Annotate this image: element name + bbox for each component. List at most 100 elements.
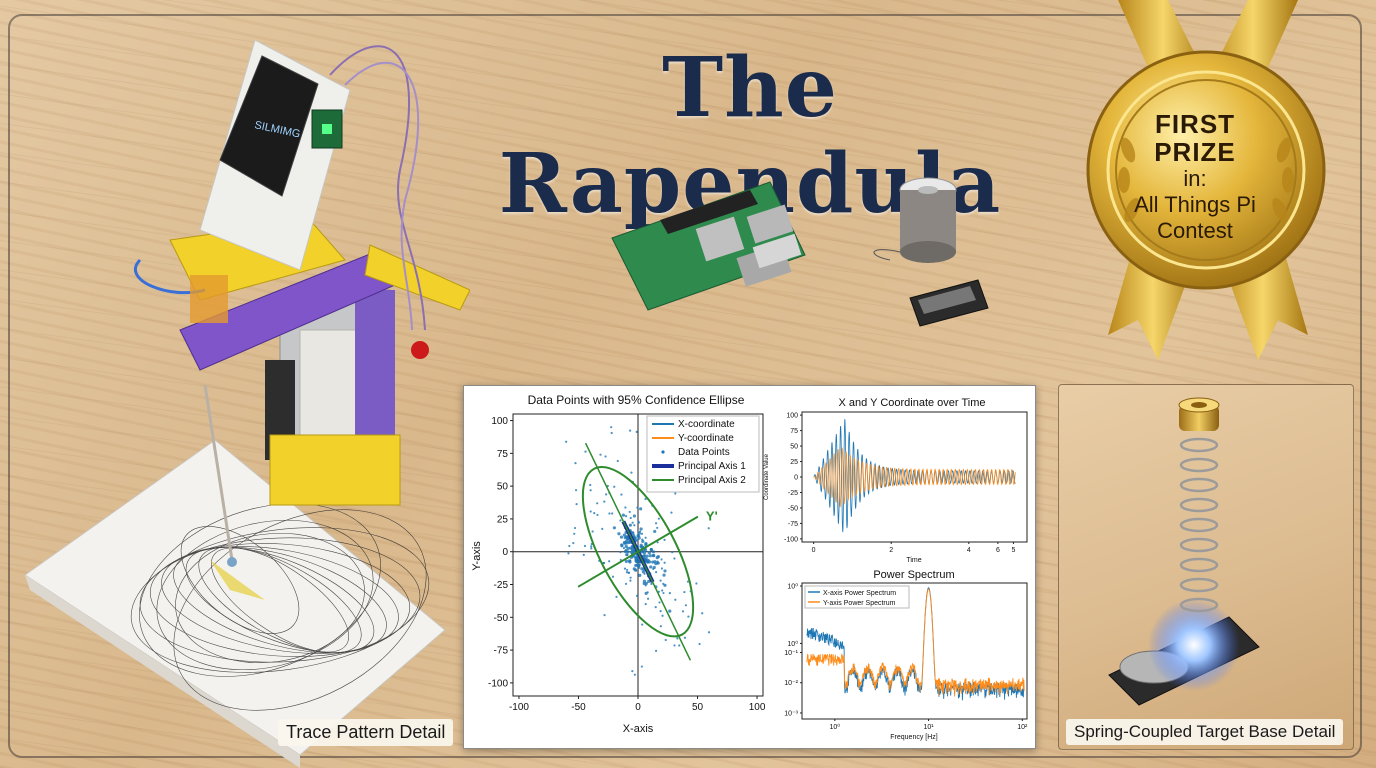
scatter-point: [641, 623, 644, 626]
scatter-point: [643, 572, 646, 575]
scatter-point: [654, 649, 658, 653]
scatter-point: [631, 670, 634, 673]
scatter-point: [622, 540, 627, 545]
scatter-point: [656, 526, 659, 529]
scatter-point: [608, 560, 611, 563]
time-xlabel: Time: [906, 557, 921, 564]
scatter-ytick-label: 75: [497, 449, 509, 460]
trace-caption: Trace Pattern Detail: [278, 719, 454, 746]
scatter-point: [655, 571, 658, 574]
scatter-xtick-label: -50: [571, 702, 586, 713]
legend-data-points: Data Points: [678, 447, 730, 458]
scatter-point: [611, 575, 615, 578]
time-ytick-label: 50: [790, 444, 798, 451]
time-xtick-label: 0: [812, 547, 816, 554]
principal-axis-1-arrow: [584, 442, 692, 661]
time-series-x-line: [813, 419, 1016, 533]
scatter-point: [640, 532, 644, 535]
scatter-point: [644, 536, 647, 539]
scatter-xlabel: X-axis: [623, 723, 654, 735]
scatter-ytick-label: -25: [494, 580, 509, 591]
scatter-point: [622, 533, 627, 537]
spectrum-ytick-label: 10⁻¹: [784, 650, 798, 657]
led-glow: [1148, 599, 1240, 691]
scatter-point: [686, 580, 690, 583]
scatter-point: [628, 429, 632, 432]
scatter-point: [707, 631, 711, 634]
scatter-point: [701, 612, 704, 615]
scatter-point: [631, 531, 635, 534]
charts-panel: Data Points with 95% Confidence Ellipse …: [463, 385, 1036, 749]
time-ytick-label: 75: [790, 428, 798, 435]
scatter-point: [652, 553, 656, 558]
time-ytick-label: 100: [786, 413, 798, 420]
scatter-point: [641, 538, 644, 541]
scatter-point: [637, 564, 641, 568]
badge-line-prize: PRIZE: [1154, 137, 1236, 167]
scatter-point: [632, 514, 637, 518]
scatter-point: [628, 546, 633, 550]
scatter-point: [565, 440, 568, 443]
scatter-point: [599, 453, 602, 456]
pendulum-device-illustration: SILMIMG: [24, 39, 470, 768]
scatter-point: [616, 459, 619, 463]
scatter-point: [619, 535, 624, 539]
spectrum-xtick-label: 10¹: [924, 724, 935, 731]
confidence-ellipse: [581, 466, 695, 638]
scatter-point: [637, 520, 640, 523]
spectrum-legend: X-axis Power Spectrum Y-axis Power Spect…: [804, 585, 910, 609]
legend-y-coordinate: Y-coordinate: [678, 433, 734, 444]
scatter-point: [674, 598, 677, 601]
charts-svg: Data Points with 95% Confidence Ellipse …: [471, 393, 1028, 741]
scatter-point: [638, 535, 641, 538]
time-chart-title: X and Y Coordinate over Time: [839, 397, 986, 409]
scatter-point: [629, 516, 632, 520]
scatter-point: [589, 489, 592, 492]
components-illustration: [611, 177, 989, 327]
spectrum-plot-area: [801, 582, 1028, 720]
scatter-xtick-label: -100: [509, 702, 529, 713]
scatter-point: [662, 573, 666, 577]
scatter-point: [603, 614, 606, 617]
scatter-point: [649, 547, 653, 552]
scatter-ytick-label: 25: [497, 514, 509, 525]
scatter-point: [654, 606, 657, 609]
prize-badge: [1086, 0, 1326, 360]
scatter-point: [623, 549, 628, 554]
scatter-point: [663, 538, 666, 542]
scatter-point: [695, 582, 698, 585]
scatter-point: [642, 551, 646, 555]
scatter-point: [593, 512, 596, 515]
scatter-ytick-label: -100: [488, 678, 508, 689]
scatter-ytick-label: 100: [491, 416, 508, 427]
scatter-point: [660, 558, 663, 561]
scatter-point: [673, 557, 676, 560]
scatter-point: [674, 492, 677, 495]
scatter-ytick-label: 0: [502, 547, 508, 558]
badge-line-in: in:: [1183, 166, 1207, 191]
scatter-point: [656, 541, 659, 544]
scatter-point: [632, 534, 636, 538]
scatter-point: [645, 554, 649, 558]
scatter-point: [589, 510, 592, 513]
scatter-point: [634, 569, 638, 572]
scatter-point: [596, 513, 599, 517]
scatter-point: [596, 502, 599, 505]
prize-badge-text: FIRST PRIZE in: All Things Pi Contest: [1110, 110, 1280, 244]
spectrum-xlabel: Frequency [Hz]: [890, 734, 938, 741]
time-ytick-label: 25: [790, 459, 798, 466]
scatter-point: [638, 573, 642, 578]
scatter-point: [601, 527, 604, 531]
scatter-point: [673, 644, 676, 647]
scatter-point: [603, 500, 606, 503]
battery: [909, 279, 989, 327]
scatter-point: [659, 625, 662, 628]
time-ylabel: Coordinate Value: [764, 453, 770, 500]
scatter-point: [642, 579, 647, 583]
scatter-point: [624, 582, 628, 585]
scatter-point: [619, 519, 622, 522]
trace-pattern: [130, 503, 430, 711]
spectrum-legend-y: Y-axis Power Spectrum: [823, 600, 896, 607]
